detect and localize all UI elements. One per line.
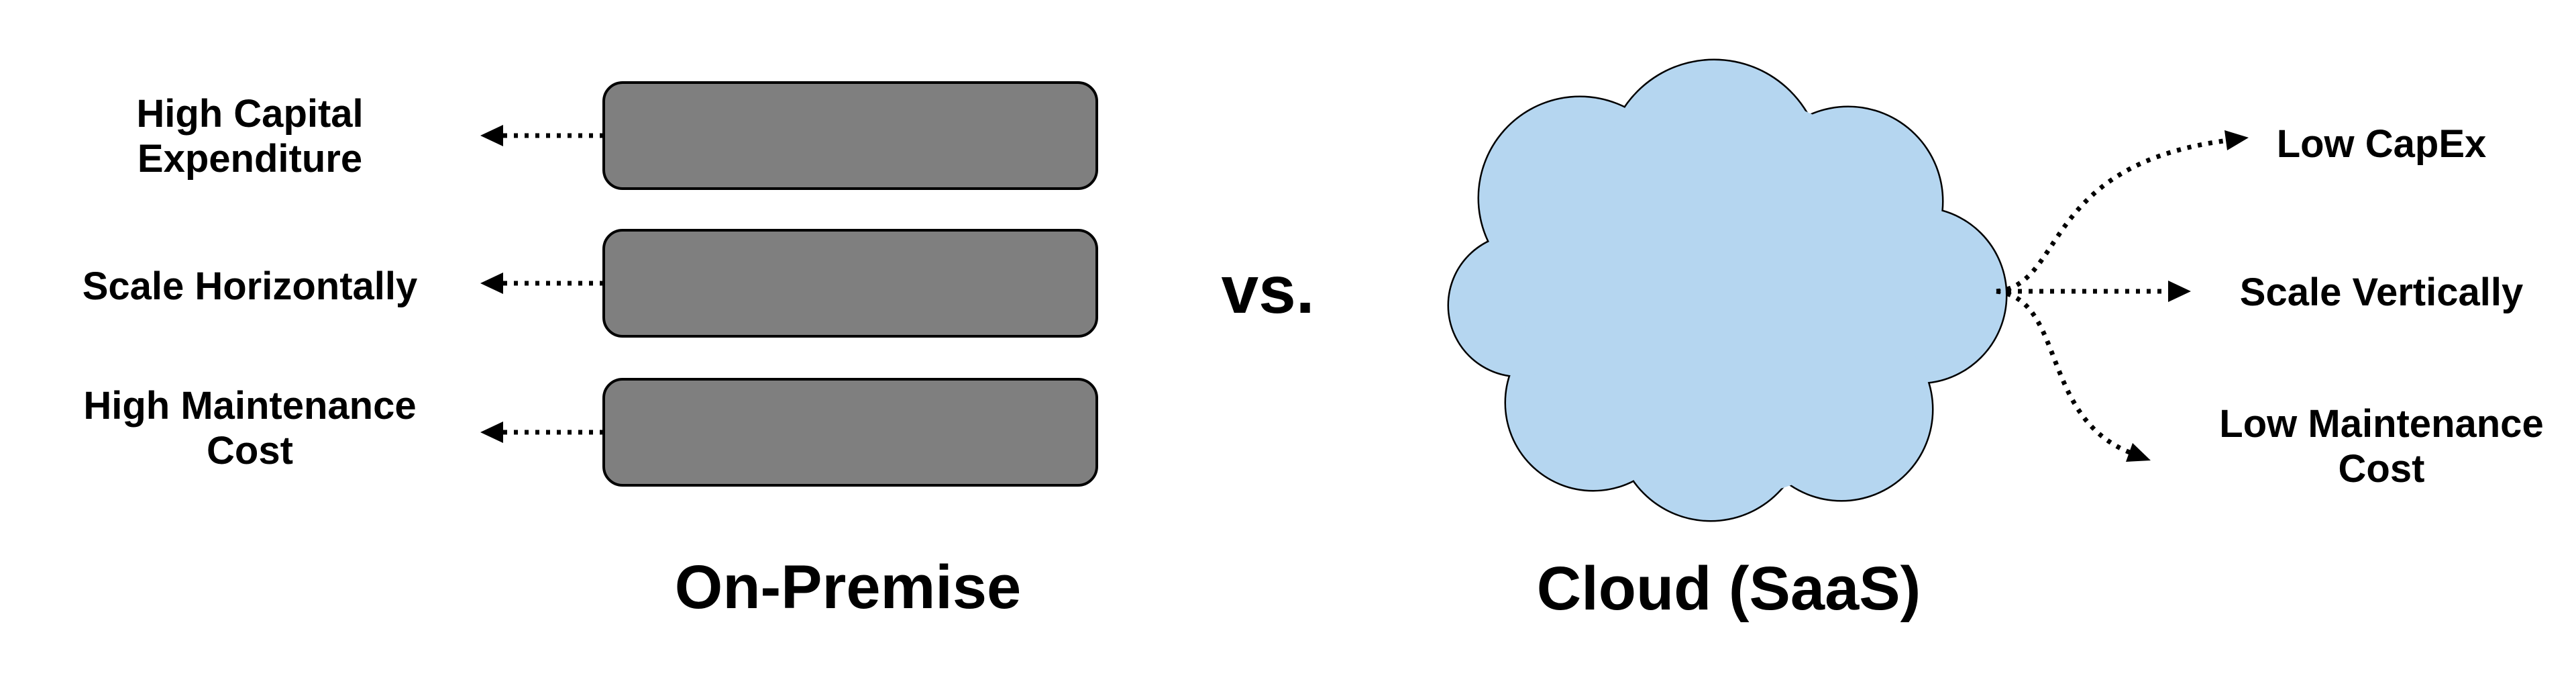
label-low-maintenance-cost: Low Maintenance Cost [2219,401,2544,491]
dotted-arrow-line-low-maintenance [1996,289,2135,456]
label-scale-vertically: Scale Vertically [2239,270,2524,315]
label-scale-horizontally: Scale Horizontally [82,264,418,309]
server-box-middle [602,229,1098,338]
label-high-capital-expenditure: High Capital Expenditure [136,91,364,181]
arrowhead-left-capex-icon [480,125,503,146]
arrowhead-right-low-maintenance-icon [2126,443,2151,462]
arrowhead-right-low-capex-icon [2224,130,2249,150]
vs-label: vs. [1221,252,1315,328]
server-boxes [602,81,1098,487]
right-arrows [1996,138,2229,456]
left-arrowheads [480,125,503,443]
label-high-maintenance-cost: High Maintenance Cost [83,383,417,473]
cloud-fill-overlay [1449,60,2006,520]
arrowhead-right-scale-vert-icon [2168,281,2191,302]
label-low-capex: Low CapEx [2276,122,2487,166]
title-on-premise: On-Premise [674,553,1022,622]
cloud-shape [1447,58,2008,522]
arrowhead-left-maintenance-icon [480,422,503,443]
right-arrowheads [2126,130,2249,462]
server-box-top [602,81,1098,190]
left-arrows [499,133,604,435]
title-cloud-saas: Cloud (SaaS) [1536,554,1921,623]
arrowhead-left-scale-icon [480,273,503,294]
server-box-bottom [602,378,1098,487]
